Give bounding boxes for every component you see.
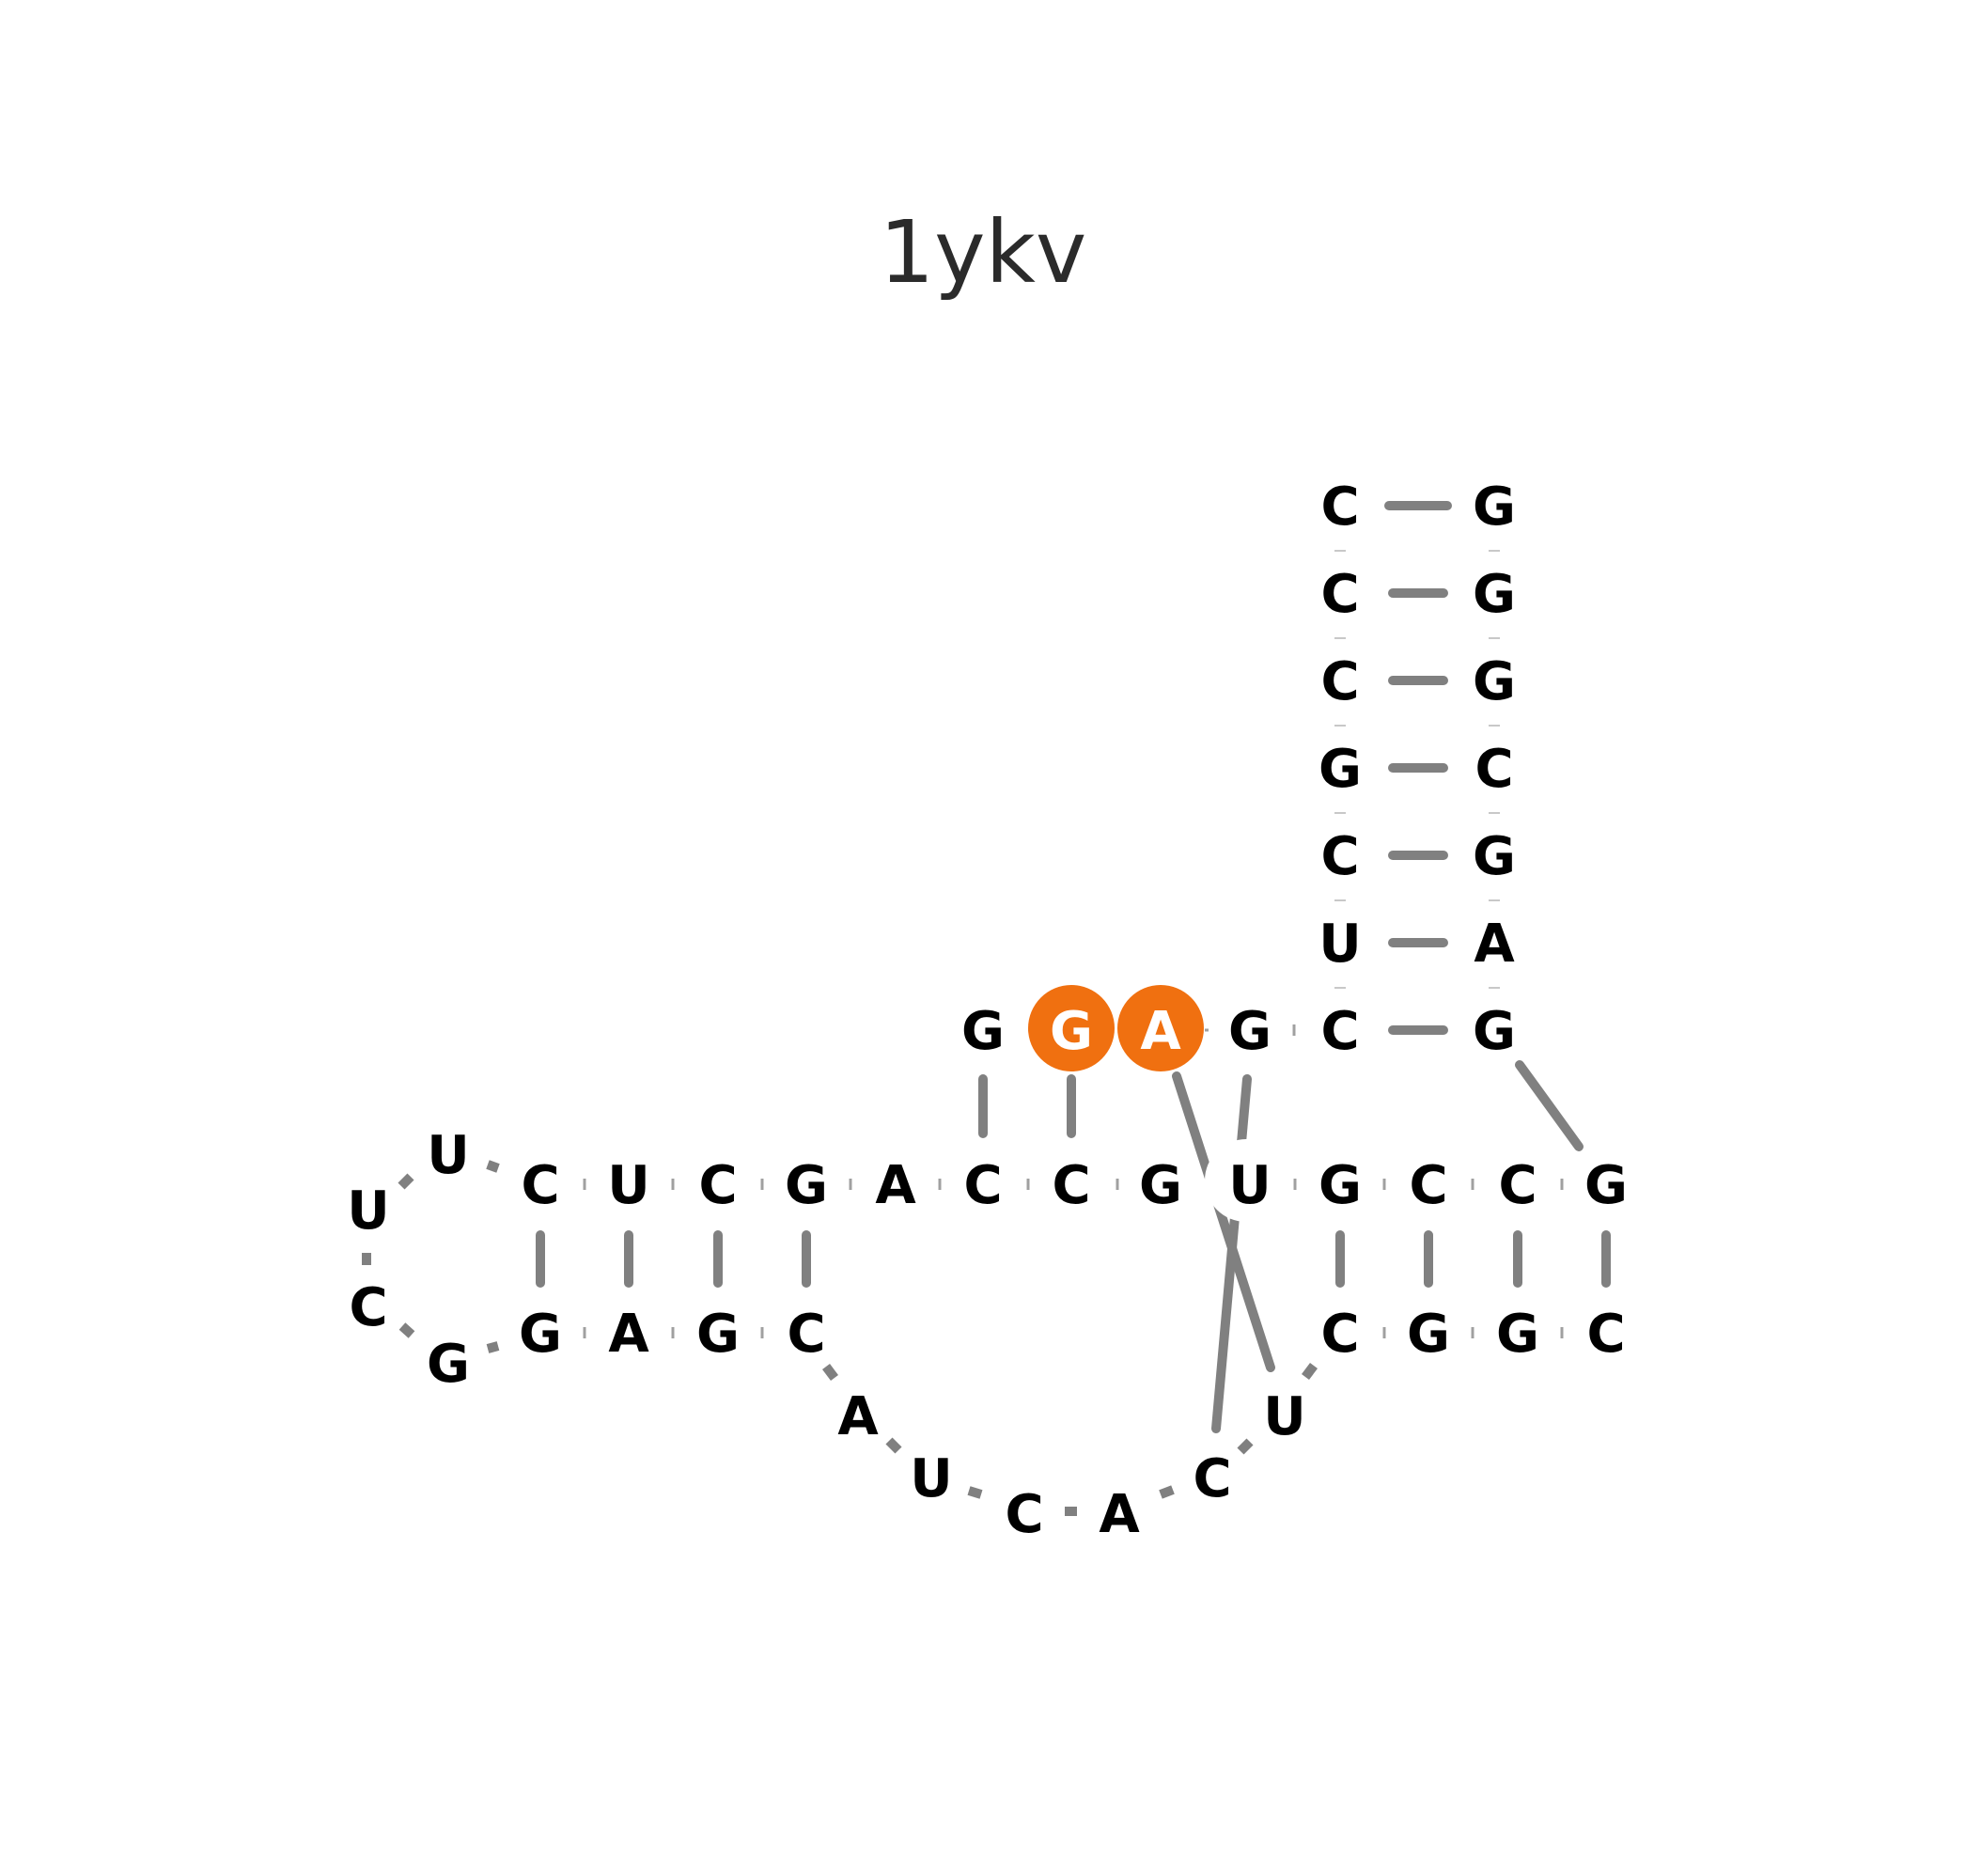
nucleotide: G bbox=[1496, 1304, 1539, 1365]
backbone-link bbox=[398, 1173, 414, 1190]
highlights bbox=[1028, 985, 1204, 1071]
backbone-link bbox=[1159, 1485, 1175, 1499]
nucleotide: U bbox=[1228, 1155, 1271, 1216]
nucleotide: C bbox=[1409, 1155, 1447, 1216]
nucleotide: C bbox=[1005, 1484, 1043, 1545]
backbone-link bbox=[1237, 1438, 1254, 1455]
nucleotide-highlighted: A bbox=[1140, 1001, 1181, 1062]
nucleotide: C bbox=[1320, 826, 1359, 887]
nucleotide: C bbox=[1052, 1155, 1090, 1216]
nucleotide: G bbox=[1584, 1155, 1628, 1216]
nucleotide: A bbox=[608, 1304, 649, 1365]
nucleotide: G bbox=[427, 1334, 470, 1395]
nucleotide: A bbox=[875, 1155, 916, 1216]
backbone-link bbox=[885, 1437, 902, 1454]
base-pair bbox=[1515, 1060, 1584, 1151]
nucleotide: G bbox=[1407, 1304, 1450, 1365]
nucleotide: C bbox=[521, 1155, 559, 1216]
highlight-circle bbox=[1117, 985, 1204, 1071]
crossing-notch bbox=[1205, 1139, 1287, 1222]
backbone bbox=[362, 550, 1564, 1516]
nucleotide: A bbox=[1099, 1484, 1140, 1545]
nucleotide: U bbox=[1318, 914, 1361, 975]
base-pairs bbox=[536, 501, 1611, 1433]
nucleotide: G bbox=[1228, 1001, 1272, 1062]
nucleotide: G bbox=[961, 1001, 1005, 1062]
nucleotide: C bbox=[1320, 1001, 1359, 1062]
highlight-circle bbox=[1028, 985, 1115, 1071]
nucleotide: C bbox=[1193, 1448, 1231, 1509]
nucleotide: G bbox=[1318, 1155, 1362, 1216]
nucleotide: G bbox=[1473, 477, 1516, 538]
nucleotide-labels: G G A G C U C G C C C G G G C G A G C U … bbox=[347, 477, 1628, 1545]
nucleotide: C bbox=[349, 1277, 387, 1338]
nucleotide: A bbox=[837, 1386, 879, 1447]
nucleotide: C bbox=[1320, 477, 1359, 538]
nucleotide: A bbox=[1474, 914, 1515, 975]
nucleotide-highlighted: G bbox=[1050, 1001, 1093, 1062]
nucleotide: C bbox=[1498, 1155, 1537, 1216]
nucleotide: C bbox=[1320, 564, 1359, 625]
nucleotide: U bbox=[347, 1180, 389, 1242]
nucleotide: G bbox=[519, 1304, 562, 1365]
nucleotide: C bbox=[1586, 1304, 1625, 1365]
nucleotide: C bbox=[1320, 651, 1359, 712]
backbone-link bbox=[967, 1486, 983, 1499]
nucleotide: G bbox=[1473, 651, 1516, 712]
nucleotide: G bbox=[785, 1155, 828, 1216]
nucleotide: C bbox=[963, 1155, 1002, 1216]
nucleotide: U bbox=[910, 1448, 952, 1509]
nucleotide: C bbox=[698, 1155, 737, 1216]
diagram-title: 1ykv bbox=[880, 202, 1087, 303]
nucleotide: G bbox=[696, 1304, 740, 1365]
base-pair bbox=[1172, 1071, 1275, 1372]
nucleotide: U bbox=[607, 1155, 649, 1216]
backbone-link bbox=[822, 1364, 838, 1381]
nucleotide: C bbox=[1320, 1304, 1359, 1365]
nucleotide: G bbox=[1473, 1001, 1516, 1062]
backbone-link bbox=[398, 1322, 415, 1338]
nucleotide: C bbox=[1474, 739, 1513, 800]
nucleotide: U bbox=[1263, 1386, 1305, 1447]
base-pair bbox=[1211, 1074, 1252, 1433]
nucleotide: U bbox=[427, 1125, 469, 1186]
backbone-link bbox=[486, 1341, 500, 1353]
nucleotide: G bbox=[1473, 564, 1516, 625]
backbone-link bbox=[486, 1160, 500, 1173]
backbone-link bbox=[1302, 1363, 1318, 1380]
nucleotide: G bbox=[1473, 826, 1516, 887]
nucleotide: G bbox=[1139, 1155, 1182, 1216]
nucleotide: G bbox=[1318, 739, 1362, 800]
nucleotide: C bbox=[787, 1304, 825, 1365]
